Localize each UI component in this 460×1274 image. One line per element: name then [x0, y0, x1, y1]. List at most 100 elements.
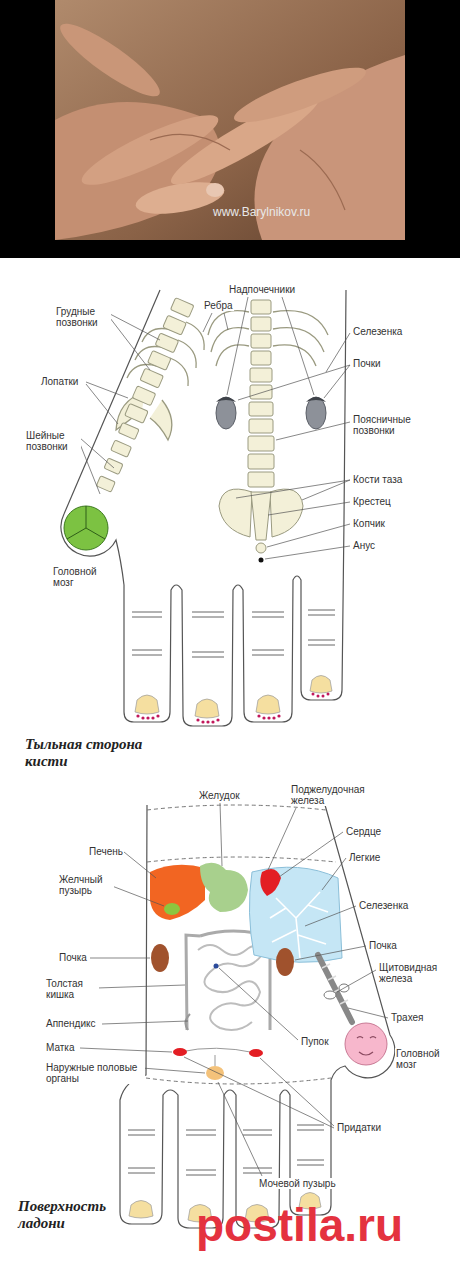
- thumb-spine: [104, 458, 123, 474]
- palm-creases: [128, 1125, 324, 1175]
- leader-lines: [268, 502, 350, 515]
- thumb-spine: [148, 351, 172, 371]
- spine: [249, 419, 273, 433]
- spine: [251, 317, 271, 331]
- foot-nails: [211, 720, 214, 723]
- organ-label: Наружные половые органы: [45, 1062, 145, 1084]
- foot-nails: [136, 714, 139, 717]
- thumb-spine: [163, 315, 187, 335]
- organs: [164, 903, 180, 915]
- foot-nails: [277, 714, 280, 717]
- thumb-spine: [96, 476, 115, 492]
- organs: [200, 863, 248, 912]
- ribs: [211, 328, 249, 352]
- pelvis: [270, 489, 303, 537]
- ribs: [216, 345, 249, 366]
- leader-lines: [238, 365, 350, 400]
- part-label: Анус: [352, 540, 376, 551]
- foot-nails: [146, 716, 149, 719]
- finger-creases: [192, 652, 224, 653]
- thumb-spine: [96, 476, 115, 492]
- thumb-spine: [155, 333, 179, 353]
- leader-lines: [279, 832, 343, 877]
- foot-nails: [322, 695, 325, 698]
- palm-creases: [186, 1135, 216, 1136]
- foot-nails: [156, 714, 159, 717]
- leader-lines: [267, 524, 350, 547]
- organ-label: Придатки: [336, 1122, 382, 1133]
- foot-nails: [312, 693, 315, 696]
- spine: [250, 368, 272, 382]
- organs: [150, 865, 205, 920]
- back-hand-outline: [61, 290, 346, 726]
- leader-lines: [80, 444, 100, 494]
- leader-lines: [90, 958, 150, 959]
- organ-label: Матка: [45, 1042, 76, 1053]
- photo-watermark: www.Barylnikov.ru: [213, 206, 310, 219]
- part-label: Почки: [352, 358, 382, 369]
- spine: [248, 472, 274, 487]
- leader-lines: [227, 297, 248, 395]
- back-hand-outline: [61, 290, 346, 726]
- organ-label: Легкие: [348, 852, 381, 863]
- foot-nails: [151, 716, 154, 719]
- foot-nails: [196, 718, 199, 721]
- part-label: Копчик: [352, 518, 386, 529]
- leader-lines: [276, 422, 350, 440]
- leader-lines: [110, 314, 160, 340]
- thumb-spine: [132, 386, 156, 406]
- organs: [270, 892, 328, 958]
- thumb-ribs: [170, 358, 188, 386]
- finger-creases: [192, 657, 224, 658]
- leader-lines: [219, 968, 298, 1040]
- leader-lines: [337, 970, 376, 992]
- organ-label: Поджелудочная железа: [290, 784, 376, 806]
- organs: [322, 964, 348, 1004]
- palm-creases: [243, 1168, 272, 1169]
- palm-creases: [128, 1168, 155, 1169]
- thumb-spine: [118, 422, 139, 439]
- finger-creases: [308, 610, 335, 611]
- finger-creases: [132, 650, 162, 651]
- kidneys: [216, 397, 236, 402]
- leader-lines: [80, 438, 114, 468]
- leader-lines: [302, 480, 350, 500]
- finger-creases: [132, 655, 162, 656]
- ribs: [273, 311, 328, 335]
- organ-label: Селезенка: [358, 900, 409, 911]
- finger-creases: [132, 617, 162, 618]
- spine: [248, 454, 274, 469]
- organ-label: Щитовидная железа: [378, 962, 452, 984]
- organ-label: Головной мозг: [395, 1048, 455, 1070]
- kidneys: [306, 397, 326, 429]
- hand-photo: [229, 58, 370, 132]
- leader-lines: [218, 1082, 262, 1176]
- organ-label: Почка: [58, 952, 88, 963]
- site-watermark: postila.ru: [196, 1202, 403, 1248]
- organs: [214, 964, 219, 969]
- leader-lines: [142, 1068, 205, 1073]
- caption: Тыльная сторона кисти: [25, 736, 157, 771]
- palm-creases: [243, 1130, 272, 1131]
- part-label: Поясничные позвонки: [352, 414, 426, 436]
- foot-nails: [267, 716, 270, 719]
- brain-circle: [67, 506, 105, 539]
- foot-nails: [195, 699, 219, 718]
- spine: [249, 402, 273, 416]
- part-label: Надпочечники: [228, 284, 296, 295]
- leader-lines: [348, 1008, 388, 1018]
- finger-creases: [132, 612, 162, 613]
- foot-nails: [257, 714, 260, 717]
- thumb-ribs: [150, 400, 172, 440]
- organs: [345, 1023, 387, 1065]
- finger-creases: [252, 617, 284, 618]
- finger-creases: [308, 640, 335, 641]
- ribs: [208, 311, 249, 335]
- leader-lines: [80, 1048, 172, 1052]
- organs: [180, 1048, 256, 1053]
- organ-label: Толстая кишка: [45, 978, 99, 1000]
- part-label: Лопатки: [40, 376, 79, 387]
- organ-label: Трахея: [390, 1012, 425, 1023]
- leader-lines: [224, 313, 228, 330]
- leader-lines: [97, 985, 185, 988]
